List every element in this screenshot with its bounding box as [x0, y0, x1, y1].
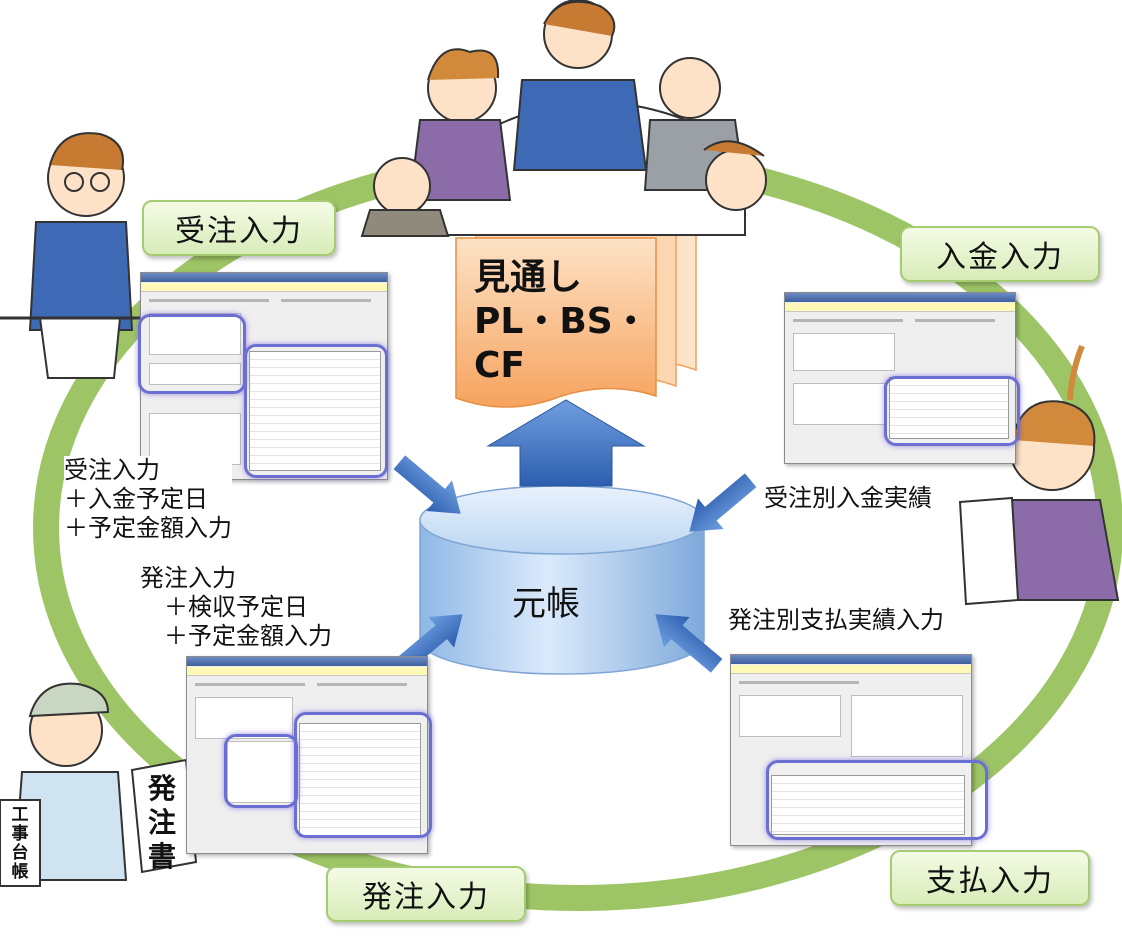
order-sheet-label: 発注書: [148, 772, 177, 873]
purchase-entry-highlight-left: [224, 734, 298, 808]
receipt-note: 受注別入金実績: [764, 484, 932, 513]
office-man-illustration: [0, 132, 140, 379]
forecast-line-1: 見通し: [474, 257, 583, 298]
ledger-book-label: 工事台帳: [11, 805, 29, 882]
purchase-entry-highlight-right: [294, 712, 432, 838]
payment-entry-screenshot: [730, 654, 972, 846]
arrow-from-receipt: [689, 473, 757, 532]
worker-illustration: [0, 682, 198, 887]
payment-input-label: 支払入力: [890, 850, 1090, 906]
payment-note: 発注別支払実績入力: [728, 606, 944, 635]
forecast-document-stack: [455, 199, 697, 408]
receipt-input-label: 入金入力: [900, 226, 1100, 282]
purchase-input-label: 発注入力: [326, 866, 526, 922]
arrow-from-order: [393, 455, 461, 514]
receipt-entry-screenshot: [784, 292, 1016, 464]
purchase-note: 発注入力 ＋検収予定日 ＋予定金額入力: [140, 564, 332, 651]
arrow-from-payment: [655, 614, 723, 673]
payment-entry-highlight: [766, 760, 988, 840]
order-entry-highlight-right: [244, 344, 388, 478]
order-entry-highlight-left: [138, 314, 246, 394]
order-input-label: 受注入力: [142, 200, 336, 256]
order-note: 受注入力 ＋入金予定日 ＋予定金額入力: [64, 456, 232, 543]
forecast-line-2: PL・BS・: [474, 301, 649, 342]
receipt-entry-highlight: [884, 376, 1020, 446]
ledger-label: 元帳: [512, 584, 580, 624]
forecast-line-3: CF: [474, 345, 526, 386]
office-woman-illustration: [958, 344, 1120, 606]
meeting-people-illustration: [360, 0, 767, 237]
forecast-text: 見通し PL・BS・ CF: [474, 256, 649, 388]
arrow-up-to-forecast: [486, 399, 646, 487]
ledger-cylinder: [419, 485, 705, 675]
